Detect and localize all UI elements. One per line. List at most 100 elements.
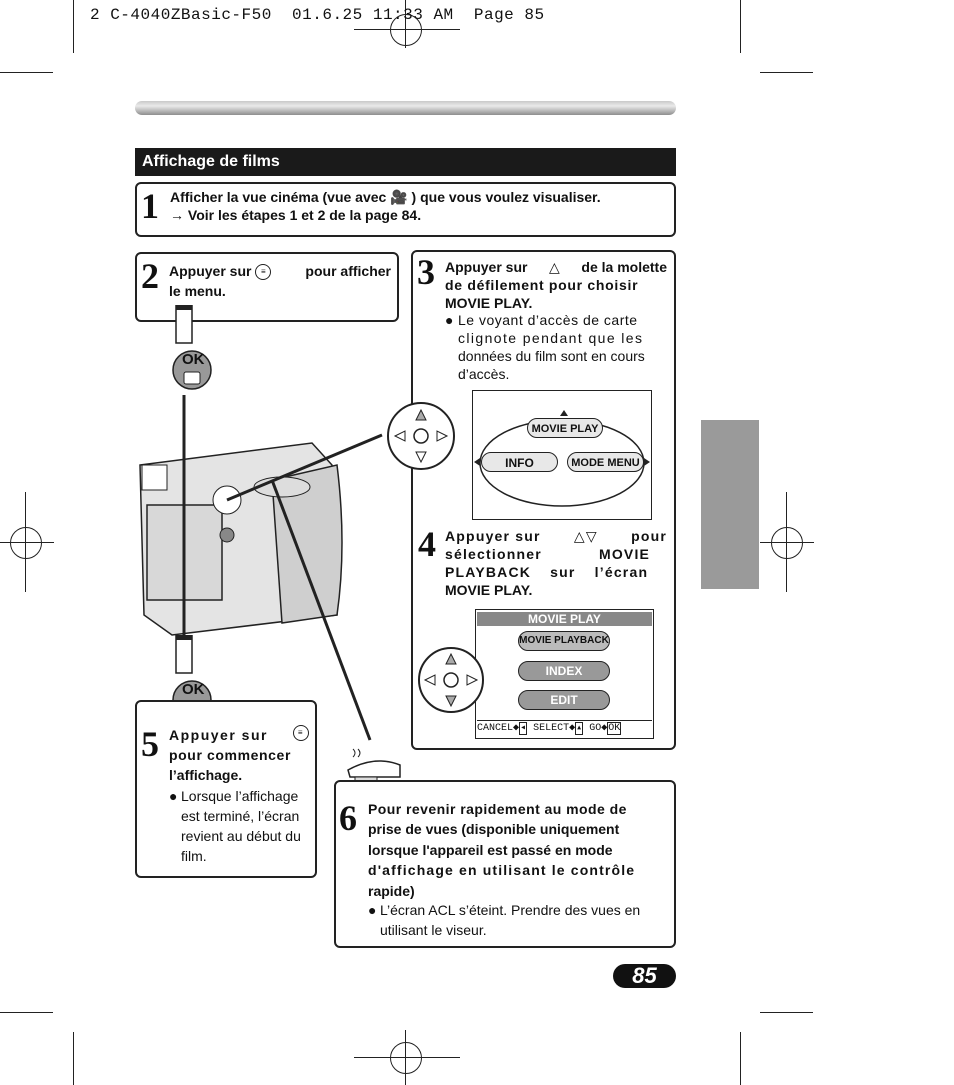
step5-bullet: ● Lorsque l’affichage est terminé, l’écr… — [169, 786, 311, 866]
step2-text-a: Appuyer sur — [169, 263, 252, 279]
step6-text: Pour revenir rapidement au mode de prise… — [368, 799, 667, 901]
step1-line1b: ) que vous voulez visualiser. — [411, 189, 601, 205]
step3-bullet: ● Le voyant d’accès de carte clignote pe… — [445, 311, 667, 383]
ok-label: OK — [182, 351, 205, 368]
bullet-icon: ● — [169, 788, 178, 804]
step5-bullet-c: revient au début du — [181, 828, 301, 844]
up-down-arrow-icon: △▽ — [573, 528, 598, 544]
step5-number: 5 — [141, 724, 159, 764]
arrow-icon: → — [170, 207, 184, 223]
registration-line — [760, 542, 814, 543]
step4-text: Appuyer sur △▽ pour sélectionner MOVIE P… — [445, 527, 667, 599]
crop-mark — [0, 72, 53, 73]
registration-mark-icon — [390, 14, 422, 46]
movie-icon: 🎥 — [390, 189, 408, 205]
footer-go: GO — [589, 723, 602, 734]
step5-bullet-b: est terminé, l’écran — [181, 808, 300, 824]
crop-mark — [0, 1012, 53, 1013]
registration-mark-icon — [771, 527, 803, 559]
section-title: Affichage de films — [135, 148, 676, 176]
registration-line — [354, 29, 460, 30]
dial-center — [443, 672, 459, 688]
hand-pointer-icon — [172, 305, 212, 390]
camera-ok-button — [219, 527, 235, 543]
dial-center — [413, 428, 429, 444]
footer-key-icon: ▴ — [575, 722, 584, 735]
ok-label: OK — [182, 681, 205, 698]
step6-line1: Pour revenir rapidement au mode de — [368, 801, 627, 817]
step3-number: 3 — [417, 252, 435, 292]
step3-text-d: MOVIE PLAY. — [445, 295, 533, 311]
step3-bullet-b: clignote pendant que les — [458, 330, 644, 346]
dial-up-icon — [445, 652, 457, 665]
print-header: 2 C-4040ZBasic-F50 01.6.25 11:33 AM Page… — [90, 6, 545, 24]
menu2-edit: EDIT — [518, 690, 610, 710]
step4-text-e: MOVIE PLAY. — [445, 582, 533, 598]
step3-text: Appuyer sur △ de la molette de défilemen… — [445, 258, 667, 312]
dial-right-icon — [436, 430, 449, 442]
camera-illustration — [139, 395, 383, 741]
step3-bullet-d: d’accès. — [458, 366, 510, 382]
dial-pad-2 — [418, 647, 484, 713]
menu-button-icon: ≡ — [255, 264, 272, 281]
footer-cancel: CANCEL — [477, 723, 514, 734]
step1-line1: Afficher la vue cinéma (vue avec — [170, 189, 387, 205]
menu-screen-1 — [472, 390, 652, 520]
step6-bullet-a: L’écran ACL s’éteint. Prendre des vues e… — [380, 902, 641, 918]
step3-bullet-a: Le voyant d’accès de carte — [458, 312, 638, 328]
footer-arrow-icon: ◆ — [601, 723, 608, 734]
up-triangle-icon — [560, 410, 568, 416]
step6-line4: d'affichage en utilisant le contrôle — [368, 862, 636, 879]
step3-bullet-c: données du film sont en cours — [458, 348, 645, 364]
footer-key-icon: ◂ — [519, 722, 528, 735]
registration-line — [354, 1057, 460, 1058]
step4-text-d: PLAYBACK sur l’écran — [445, 564, 649, 580]
step1-number: 1 — [141, 186, 159, 226]
registration-mark-icon — [390, 1042, 422, 1074]
menu-info: INFO — [481, 452, 558, 472]
menu-movie-play: MOVIE PLAY — [527, 418, 603, 438]
crop-mark — [73, 0, 74, 53]
camera-grip — [271, 464, 343, 624]
registration-line — [405, 1030, 406, 1085]
step6-line2: prise de vues (disponible uniquement — [368, 821, 620, 838]
step1-box — [135, 182, 676, 237]
registration-line — [0, 542, 54, 543]
leader-line — [270, 479, 372, 741]
step6-line3: lorsque l'appareil est passé en mode — [368, 841, 613, 858]
crop-mark — [740, 1032, 741, 1085]
dial-left-icon — [423, 674, 436, 686]
menu2-movie-playback: MOVIE PLAYBACK — [518, 631, 610, 651]
footer-select: SELECT — [533, 723, 570, 734]
step4-text-a: Appuyer sur — [445, 528, 541, 544]
crop-mark — [760, 1012, 813, 1013]
footer-arrow-icon: ◆ — [569, 723, 576, 734]
step6-line5: rapide) — [368, 882, 415, 899]
dial-down-icon — [445, 695, 457, 708]
step5-text-a: Appuyer sur — [169, 727, 268, 743]
step6-box — [334, 780, 676, 948]
bullet-icon: ● — [368, 902, 377, 918]
step4-number: 4 — [418, 524, 436, 564]
step5-box — [135, 700, 317, 878]
dial-down-icon — [415, 451, 427, 464]
footer-ok: OK — [607, 722, 622, 735]
up-arrow-icon: △ — [549, 259, 560, 275]
page-number: 85 — [613, 964, 676, 988]
registration-line — [405, 0, 406, 48]
step5-bullet-d: film. — [181, 848, 207, 864]
step3-text-a: Appuyer sur — [445, 259, 528, 275]
side-tab — [701, 420, 759, 589]
dial-pad-1 — [387, 402, 455, 470]
step3-text-c: de défilement pour choisir — [445, 277, 639, 293]
leader-line — [226, 433, 383, 502]
registration-line — [25, 492, 26, 592]
bullet-icon: ● — [445, 312, 454, 328]
menu2-footer: CANCEL◆◂ SELECT◆▴ GO◆OK — [477, 720, 652, 737]
menu-button-icon: ≡ — [293, 725, 309, 741]
menu2-title: MOVIE PLAY — [477, 612, 652, 626]
step5-text-b: pour commencer — [169, 747, 291, 763]
step4-text-c: sélectionner MOVIE — [445, 546, 651, 562]
step6-number: 6 — [339, 798, 357, 838]
camera-mode-dial — [253, 476, 311, 498]
